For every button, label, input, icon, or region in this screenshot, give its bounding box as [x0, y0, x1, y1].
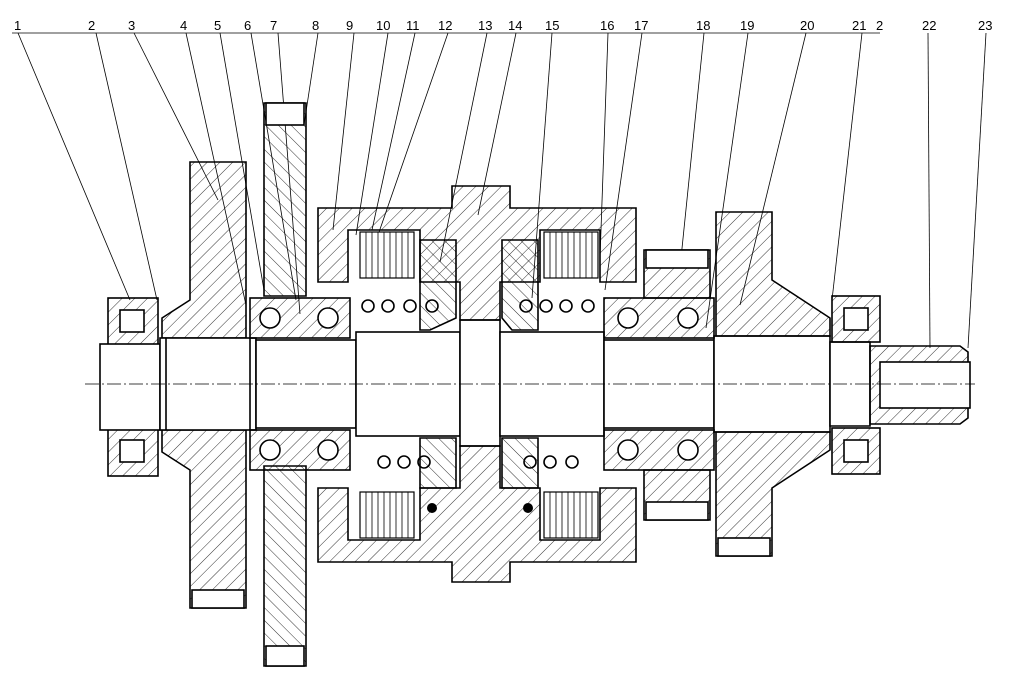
right-gear [715, 211, 831, 557]
part-label-18: 18 [696, 18, 710, 33]
part-label-17: 17 [634, 18, 648, 33]
part-label-20: 20 [800, 18, 814, 33]
right-nut [831, 295, 881, 475]
part-label-11: 11 [406, 18, 420, 33]
part-label-7: 7 [270, 18, 277, 33]
part-label-15: 15 [545, 18, 559, 33]
part-label-2b: 2 [876, 18, 883, 33]
part-label-12: 12 [438, 18, 452, 33]
part-label-21: 21 [852, 18, 866, 33]
part-label-3: 3 [128, 18, 135, 33]
part-label-16: 16 [600, 18, 614, 33]
right-hub [643, 249, 711, 521]
main-shaft [85, 319, 975, 447]
large-gear [263, 102, 307, 667]
part-label-8: 8 [312, 18, 319, 33]
bearings [249, 297, 715, 471]
part-label-9: 9 [346, 18, 353, 33]
part-label-4: 4 [180, 18, 187, 33]
part-label-2: 2 [88, 18, 95, 33]
part-label-14: 14 [508, 18, 522, 33]
left-nut [107, 297, 159, 477]
part-labels: 1 2 3 4 5 6 7 8 9 10 11 12 13 14 15 16 1… [14, 18, 992, 33]
part-label-13: 13 [478, 18, 492, 33]
part-label-5: 5 [214, 18, 221, 33]
part-label-23: 23 [978, 18, 992, 33]
part-label-22: 22 [922, 18, 936, 33]
part-label-10: 10 [376, 18, 390, 33]
part-label-1: 1 [14, 18, 21, 33]
clutch-housing [317, 185, 637, 583]
part-label-6: 6 [244, 18, 251, 33]
part-label-19: 19 [740, 18, 754, 33]
